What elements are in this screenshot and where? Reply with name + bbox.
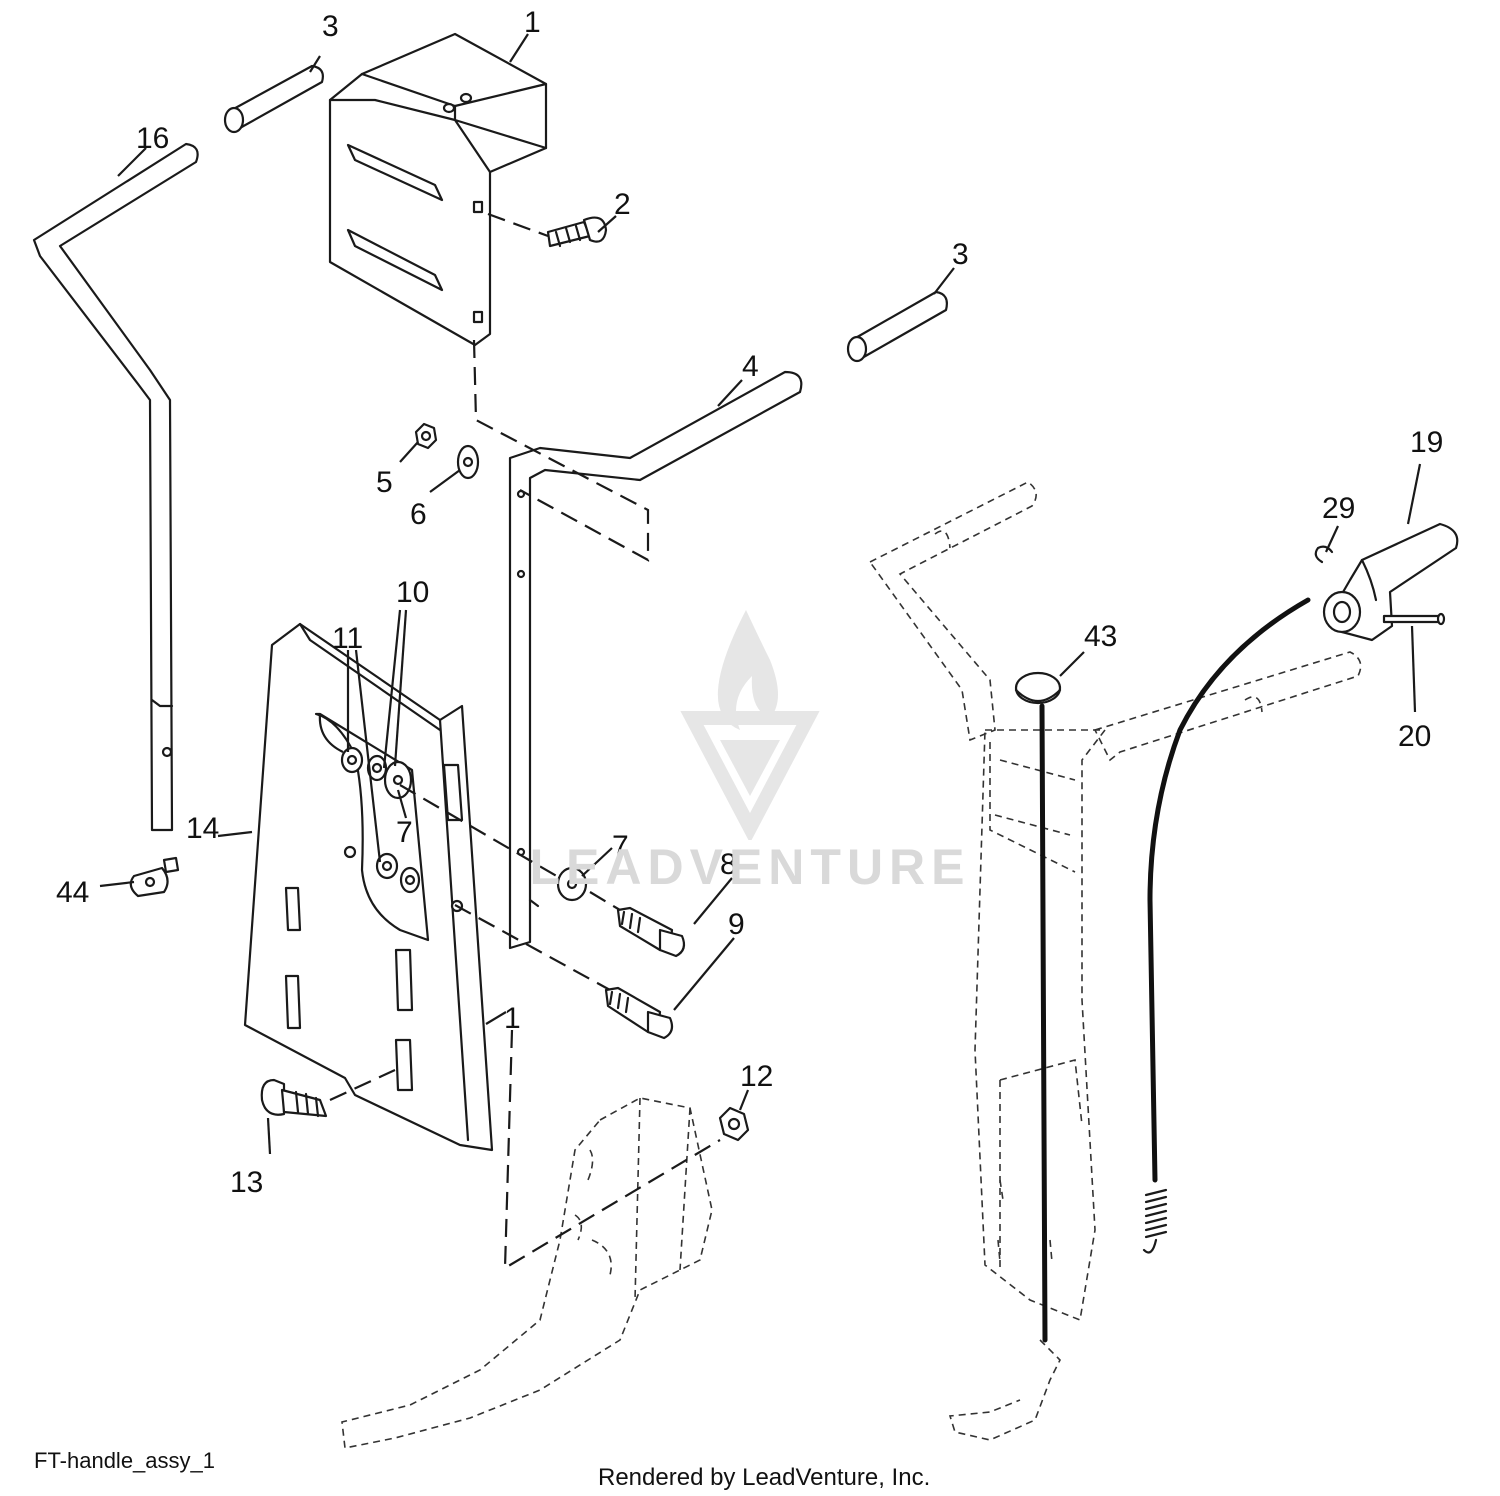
plate-hardware <box>340 746 421 894</box>
callout-3-right: 3 <box>952 238 969 271</box>
part-19-lever <box>1322 522 1459 642</box>
callout-19: 19 <box>1410 426 1443 459</box>
part-43-knob-rod <box>1014 671 1062 1343</box>
callout-7-a: 7 <box>396 816 413 849</box>
assembly-line-bolt-9 <box>454 904 611 991</box>
part-2-bolt <box>487 212 608 248</box>
part-14-side-plate <box>243 622 494 1152</box>
ghost-handle-frame-right <box>868 481 1362 1441</box>
callout-2: 2 <box>614 188 631 221</box>
callout-8: 8 <box>720 848 737 881</box>
callout-6: 6 <box>410 498 427 531</box>
part-6-washer <box>456 444 480 480</box>
part-1-bracket <box>328 32 548 347</box>
part-3-grip-left <box>223 64 324 134</box>
part-20-pin <box>1382 612 1446 626</box>
callout-5: 5 <box>376 466 393 499</box>
callout-16: 16 <box>136 122 169 155</box>
part-29-clip <box>1314 545 1334 564</box>
part-44-clip <box>129 856 180 898</box>
part-3-grip-right <box>846 290 948 363</box>
callout-3-left: 3 <box>322 10 339 43</box>
ghost-frame-left <box>341 1097 713 1449</box>
callout-13: 13 <box>230 1166 263 1199</box>
callout-14: 14 <box>186 812 219 845</box>
part-7-washer <box>556 866 588 902</box>
callout-numbers: 1 1 2 3 3 4 5 6 7 7 8 9 10 11 12 13 14 1… <box>56 6 1443 1199</box>
leader-lines <box>99 33 1422 1155</box>
callout-4: 4 <box>742 350 759 383</box>
callout-10: 10 <box>396 576 429 609</box>
callout-1-top: 1 <box>524 6 541 39</box>
callout-9: 9 <box>728 908 745 941</box>
control-cable <box>1142 597 1311 1254</box>
callout-20: 20 <box>1398 720 1431 753</box>
part-4-handle-arm <box>508 370 803 950</box>
assembly-line-bracket-arm <box>472 339 650 562</box>
part-16-handle-rod <box>32 142 199 832</box>
render-credit: Rendered by LeadVenture, Inc. <box>598 1464 931 1491</box>
callout-12: 12 <box>740 1060 773 1093</box>
part-12-nut <box>718 1106 750 1142</box>
callout-43: 43 <box>1084 620 1117 653</box>
assembly-line-bolt-8 <box>399 784 621 911</box>
part-13-carriage-bolt <box>260 1069 396 1118</box>
callout-7-b: 7 <box>612 830 629 863</box>
callout-11: 11 <box>332 622 363 655</box>
part-5-nut <box>414 422 438 450</box>
callout-1-low: 1 <box>504 1002 521 1035</box>
part-8-bolt <box>616 906 686 958</box>
callout-44: 44 <box>56 876 89 909</box>
callout-29: 29 <box>1322 492 1355 525</box>
part-9-bolt <box>604 986 674 1040</box>
diagram-label: FT-handle_assy_1 <box>34 1448 215 1473</box>
